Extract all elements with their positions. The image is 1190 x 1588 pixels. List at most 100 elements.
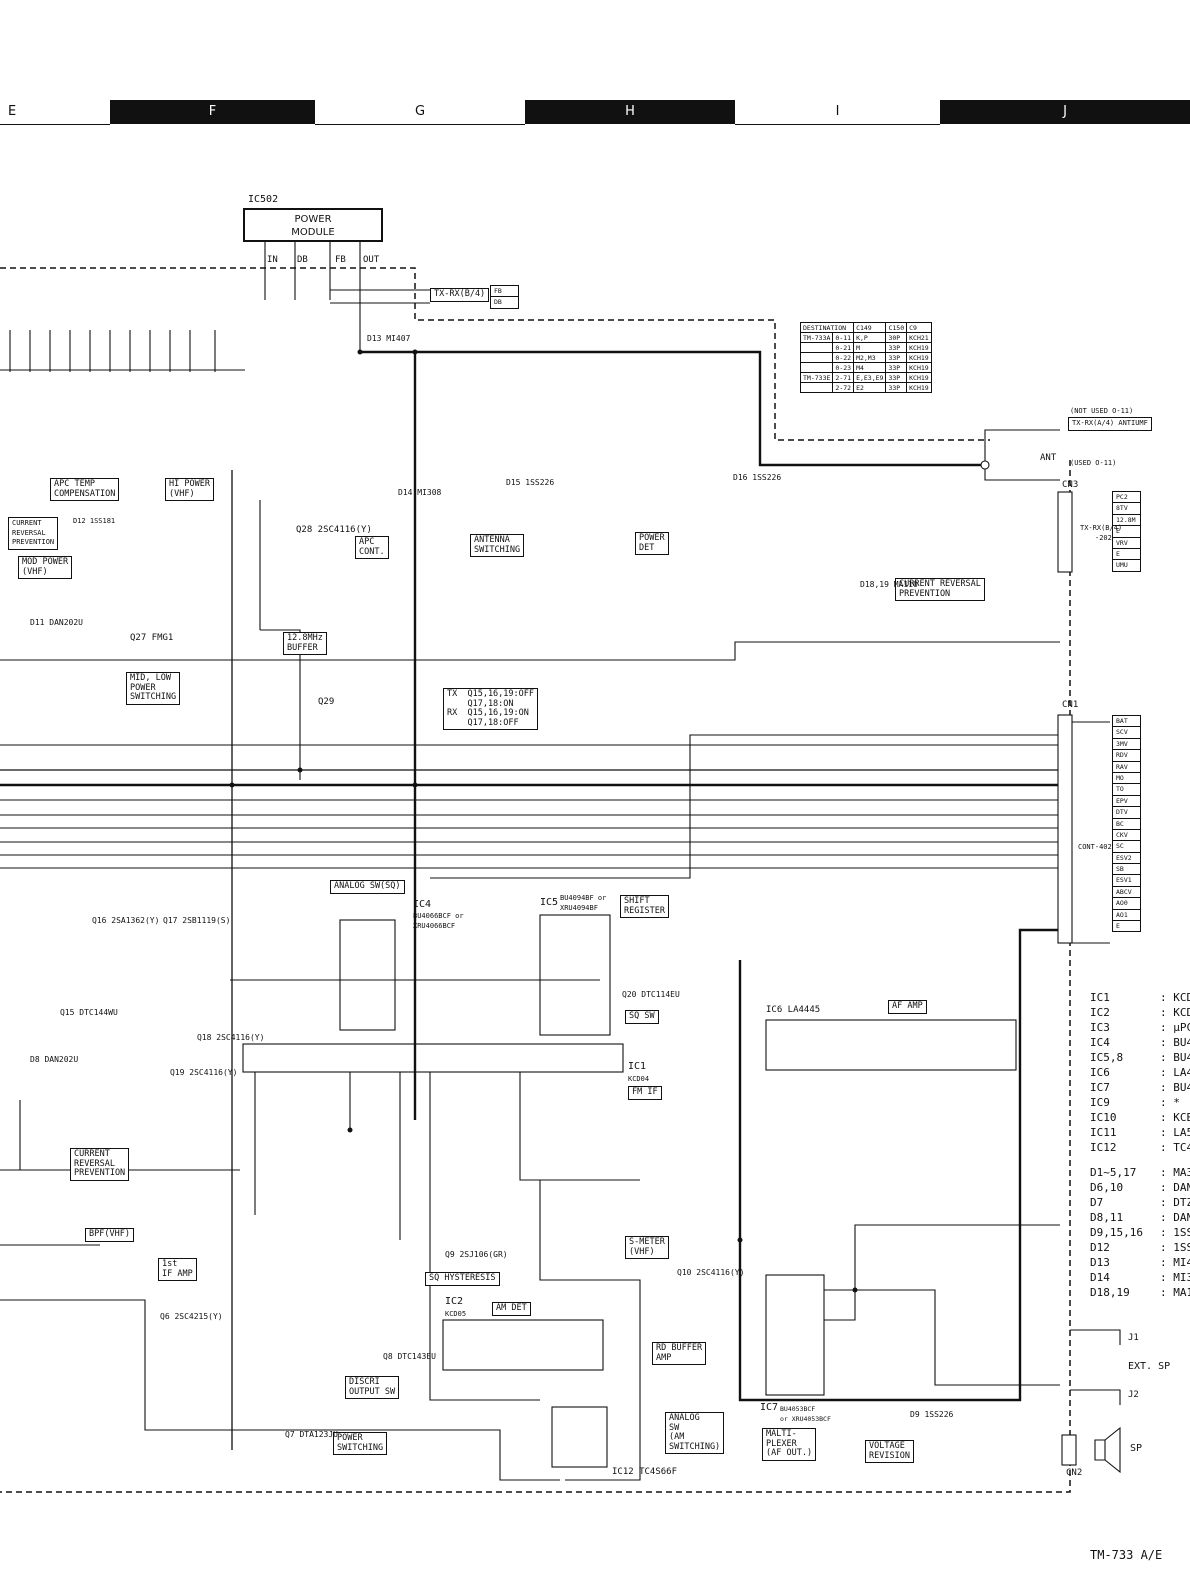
- pin-db: DB: [297, 255, 308, 265]
- shift-register-block: SHIFT REGISTER: [620, 895, 669, 918]
- q19-label: Q19 2SC4116(Y): [170, 1068, 238, 1077]
- table-cell: 2-72: [832, 382, 855, 393]
- d18-19-label: D18,19 MA110: [860, 580, 918, 589]
- table-cell: TM-733A: [799, 332, 834, 343]
- sq-hysteresis-block: SQ HYSTERESIS: [425, 1272, 500, 1286]
- cn3-label: CN3: [1062, 480, 1079, 490]
- table-cell: KCH19: [906, 362, 932, 373]
- d8-label: D8 DAN202U: [30, 1055, 79, 1064]
- power-module: POWER MODULE: [243, 208, 383, 242]
- table-cell: M2,M3: [853, 352, 887, 363]
- ic-legend-row: IC3: µPC: [1090, 1021, 1190, 1034]
- table-cell: KCH19: [906, 382, 932, 393]
- diode-legend-row: D1~5,17: MA3: [1090, 1166, 1190, 1179]
- table-cell: 33P: [885, 372, 908, 383]
- table-cell: 0-11: [832, 332, 855, 343]
- cn2-label: CN2: [1066, 1468, 1083, 1478]
- ic2-ref: IC2: [445, 1296, 464, 1307]
- fm-if-block: FM IF: [628, 1086, 662, 1100]
- table-cell: [799, 362, 834, 373]
- table-cell: 30P: [885, 332, 908, 343]
- apc-temp-block: APC TEMP COMPENSATION: [50, 478, 120, 501]
- column-h: H: [525, 100, 735, 124]
- sq-sw-block: SQ SW: [625, 1010, 659, 1024]
- d15-label: D15 1SS226: [506, 478, 555, 487]
- ic-legend-row: IC4: BU4: [1090, 1036, 1190, 1049]
- table-cell: E,E3,E9: [853, 372, 887, 383]
- ext-sp-label: EXT. SP: [1128, 1361, 1171, 1372]
- current-reversal-block-2: CURRENT REVERSAL PREVENTION: [895, 578, 985, 601]
- dest-header-destination: DESTINATION: [799, 322, 855, 333]
- table-cell: [799, 352, 834, 363]
- table-cell: KCH19: [906, 372, 932, 383]
- analog-sw-am-block: ANALOG SW (AM SWITCHING): [665, 1412, 725, 1454]
- dest-header-c9: C9: [906, 322, 932, 333]
- analog-sw-sq-block: ANALOG SW(SQ): [330, 880, 405, 894]
- q29-label: Q29: [318, 697, 335, 707]
- column-g: G: [315, 100, 525, 125]
- q28-label: Q28 2SC4116(Y): [296, 525, 372, 535]
- diode-legend-row: D13: MI4: [1090, 1256, 1190, 1269]
- table-cell: [799, 382, 834, 393]
- ic-legend-row: IC2: KCD: [1090, 1006, 1190, 1019]
- voltage-revision-block: VOLTAGE REVISION: [865, 1440, 914, 1463]
- power-det-block: POWER DET: [635, 532, 669, 555]
- cn3-pins: PC2 8TV 12.8M E VRV E UMU: [1112, 491, 1141, 572]
- ic5-part: BU4094BF or XRU4094BF: [560, 894, 607, 912]
- pin-fb: FB: [335, 255, 346, 265]
- mod-power-block: MOD POWER (VHF): [18, 556, 73, 579]
- tx-rx-top-pins: FB DB: [490, 285, 519, 309]
- pin-out: OUT: [363, 255, 380, 265]
- d11-label: D11 DAN202U: [30, 618, 83, 627]
- cn3-target-2: -202: [1095, 534, 1112, 542]
- ant-label: ANT: [1040, 453, 1057, 463]
- ic-legend-row: IC10: KCB: [1090, 1111, 1190, 1124]
- antenna-switching-block: ANTENNA SWITCHING: [470, 534, 525, 557]
- ic-legend-row: IC6: LA4: [1090, 1066, 1190, 1079]
- discri-output-block: DISCRI OUTPUT SW: [345, 1376, 400, 1399]
- ic6-ref: IC6 LA4445: [766, 1005, 821, 1015]
- q27-label: Q27 FMG1: [130, 633, 174, 643]
- d12-label: D12 1SS181: [73, 517, 116, 525]
- diode-legend-row: D8,11: DAN: [1090, 1211, 1190, 1224]
- ic-legend-row: IC11: LA5: [1090, 1126, 1190, 1139]
- model-number: TM-733 A/E: [1090, 1548, 1163, 1562]
- table-cell: E2: [853, 382, 887, 393]
- table-cell: 0-21: [832, 342, 855, 353]
- power-module-ref: IC502: [248, 194, 279, 205]
- current-reversal-block-1: CURRENT REVERSAL PREVENTION: [8, 517, 59, 550]
- ic4-ref: IC4: [413, 899, 432, 910]
- ic-legend-row: IC5,8: BU4: [1090, 1051, 1190, 1064]
- d13-label: D13 MI407: [367, 334, 411, 343]
- ic-legend: IC1: KCD IC2: KCD IC3: µPC IC4: BU4 IC5,…: [1090, 990, 1190, 1300]
- rd-buffer-block: RD BUFFER AMP: [652, 1342, 707, 1365]
- diode-legend-row: D14: MI3: [1090, 1271, 1190, 1284]
- q16-label: Q16 2SA1362(Y): [92, 916, 160, 925]
- dest-header-c150: C150: [885, 322, 908, 333]
- table-cell: M: [853, 342, 887, 353]
- bpf-block: BPF(VHF): [85, 1228, 134, 1242]
- tx-rx-top-connector: TX-RX(B/4): [430, 288, 490, 302]
- table-cell: K,P: [853, 332, 887, 343]
- table-cell: KCH19: [906, 352, 932, 363]
- q7-label: Q7 DTA123JU: [285, 1430, 338, 1439]
- ic2-part: KCD05: [445, 1310, 467, 1318]
- diode-legend-row: D7: DTZ: [1090, 1196, 1190, 1209]
- ic1-part: KCD04: [628, 1075, 650, 1083]
- used-note: (USED O-11): [1070, 459, 1117, 467]
- d14-label: D14 MI308: [398, 488, 442, 497]
- cn1-pins: BAT SCV 3MV RDV RAV MO TO EPV DTV BC CKV…: [1112, 715, 1141, 933]
- table-cell: 33P: [885, 382, 908, 393]
- ic-legend-row: IC12: TC4: [1090, 1141, 1190, 1154]
- legend-spacer: [1090, 1155, 1190, 1165]
- column-header-bar: E F G H I J: [0, 100, 1190, 125]
- table-cell: 33P: [885, 362, 908, 373]
- j1-label: J1: [1128, 1333, 1139, 1343]
- column-f: F: [110, 100, 315, 124]
- q6-label: Q6 2SC4215(Y): [160, 1312, 223, 1321]
- table-cell: 33P: [885, 342, 908, 353]
- ic-legend-row: IC1: KCD: [1090, 991, 1190, 1004]
- power-switching-block: POWER SWITCHING: [333, 1432, 388, 1455]
